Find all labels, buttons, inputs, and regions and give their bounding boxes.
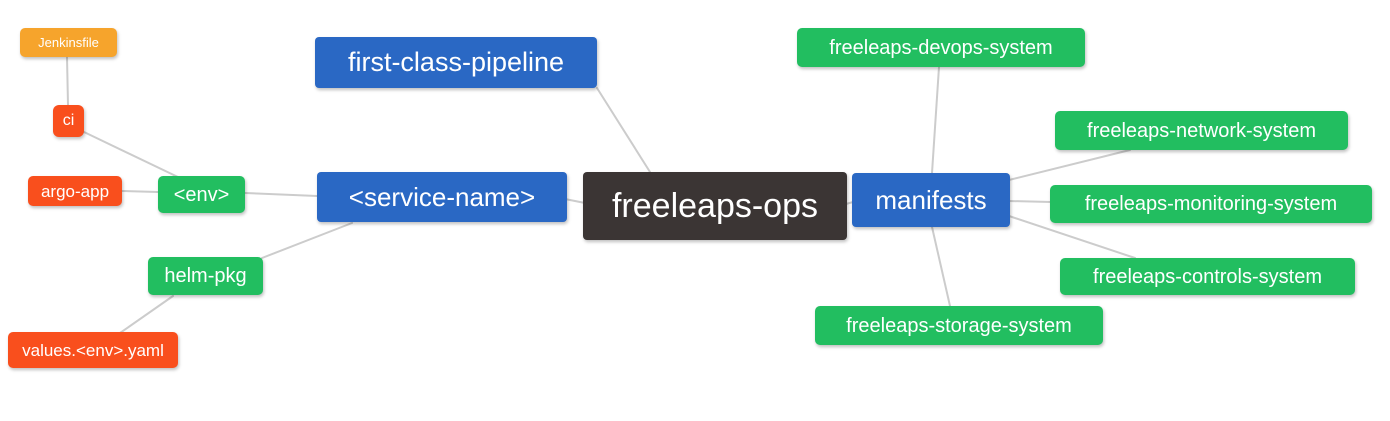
edge-helm-pkg-service-name (261, 222, 353, 259)
node-jenkinsfile[interactable]: Jenkinsfile (20, 28, 117, 57)
edge-manifests-monitoring (1008, 200, 1052, 203)
node-first-class-pipeline[interactable]: first-class-pipeline (315, 37, 597, 88)
node-service-name[interactable]: <service-name> (317, 172, 567, 222)
edge-freeleaps-ops-manifests (845, 201, 854, 205)
edge-argo-app-env (121, 190, 159, 193)
edge-ci-env (83, 131, 181, 179)
node-ci[interactable]: ci (53, 105, 84, 137)
edge-jenkinsfile-ci (66, 56, 69, 106)
node-freeleaps-controls-system[interactable]: freeleaps-controls-system (1060, 258, 1355, 295)
edge-service-freeleaps-ops (564, 198, 586, 204)
edge-manifests-controls (1008, 215, 1136, 259)
edge-manifests-devops (931, 66, 940, 174)
node-freeleaps-ops-root[interactable]: freeleaps-ops (583, 172, 847, 240)
edge-manifests-network (1008, 149, 1131, 181)
node-env[interactable]: <env> (158, 176, 245, 213)
node-values-env-yaml[interactable]: values.<env>.yaml (8, 332, 178, 368)
node-freeleaps-monitoring-system[interactable]: freeleaps-monitoring-system (1050, 185, 1372, 223)
node-freeleaps-devops-system[interactable]: freeleaps-devops-system (797, 28, 1085, 67)
node-helm-pkg[interactable]: helm-pkg (148, 257, 263, 295)
node-manifests[interactable]: manifests (852, 173, 1010, 227)
edge-env-service-name (244, 192, 318, 197)
node-argo-app[interactable]: argo-app (28, 176, 122, 206)
edge-manifests-storage (931, 226, 951, 307)
edge-pipeline-freeleaps-ops (596, 87, 651, 173)
edge-values-helm-pkg (119, 295, 174, 334)
node-freeleaps-storage-system[interactable]: freeleaps-storage-system (815, 306, 1103, 345)
node-freeleaps-network-system[interactable]: freeleaps-network-system (1055, 111, 1348, 150)
